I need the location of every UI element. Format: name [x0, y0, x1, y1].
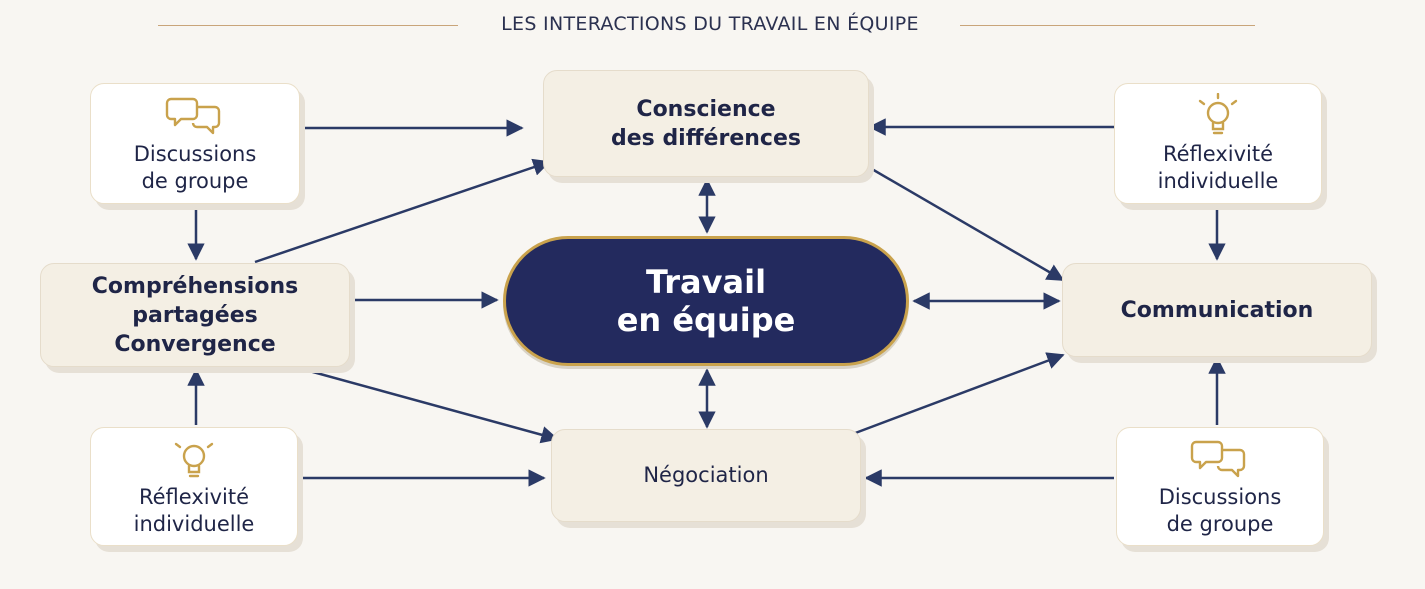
node-communication: Communication	[1062, 263, 1372, 357]
center-label-line1: Travail	[645, 263, 767, 301]
node-label-line1: Compréhensions	[91, 273, 299, 299]
node-label: Communication	[1120, 297, 1314, 323]
node-label-line2: de groupe	[141, 168, 249, 193]
node-discussions-de-groupe-bottom: Discussions de groupe	[1116, 427, 1324, 546]
node-label-line2: des différences	[611, 125, 801, 151]
node-label-line3: Convergence	[114, 331, 276, 357]
lightbulb-icon	[174, 442, 214, 477]
title-rule-left	[158, 25, 458, 26]
edge-conscience-to-communication	[864, 163, 1065, 282]
diagram-title-bar: LES INTERACTIONS DU TRAVAIL EN ÉQUIPE	[0, 10, 1425, 38]
node-label-line1: Réflexivité	[1162, 141, 1274, 166]
node-travail-en-equipe: Travail en équipe	[503, 236, 909, 366]
edge-comprehensions-to-conscience	[254, 158, 551, 264]
speech-bubbles-icon	[1190, 440, 1246, 477]
edge-comprehensions-to-negociation	[301, 367, 559, 444]
lightbulb-icon	[1198, 92, 1238, 134]
node-label-line2: individuelle	[133, 511, 255, 536]
edge-negociation-to-communication	[849, 352, 1065, 437]
node-label-line1: Conscience	[636, 96, 776, 122]
speech-bubbles-icon	[165, 97, 221, 134]
node-label: Négociation	[643, 463, 769, 487]
title-rule-right	[960, 25, 1255, 26]
diagram-title: LES INTERACTIONS DU TRAVAIL EN ÉQUIPE	[501, 13, 919, 35]
node-discussions-de-groupe-top: Discussions de groupe	[90, 83, 300, 204]
center-label-line2: en équipe	[616, 301, 796, 339]
node-negociation: Négociation	[551, 429, 861, 522]
node-label-line2: de groupe	[1166, 511, 1274, 536]
node-comprehensions-partagees: Compréhensions partagées Convergence	[40, 263, 350, 367]
node-reflexivite-individuelle-bottom: Réflexivité individuelle	[90, 427, 298, 546]
node-label-line2: partagées	[132, 302, 258, 328]
node-label-line1: Discussions	[133, 141, 257, 166]
node-label-line2: individuelle	[1157, 168, 1279, 193]
node-conscience-des-differences: Conscience des différences	[543, 70, 869, 177]
node-label-line1: Réflexivité	[138, 484, 250, 509]
node-reflexivite-individuelle-top: Réflexivité individuelle	[1114, 83, 1322, 204]
node-label-line1: Discussions	[1158, 484, 1282, 509]
